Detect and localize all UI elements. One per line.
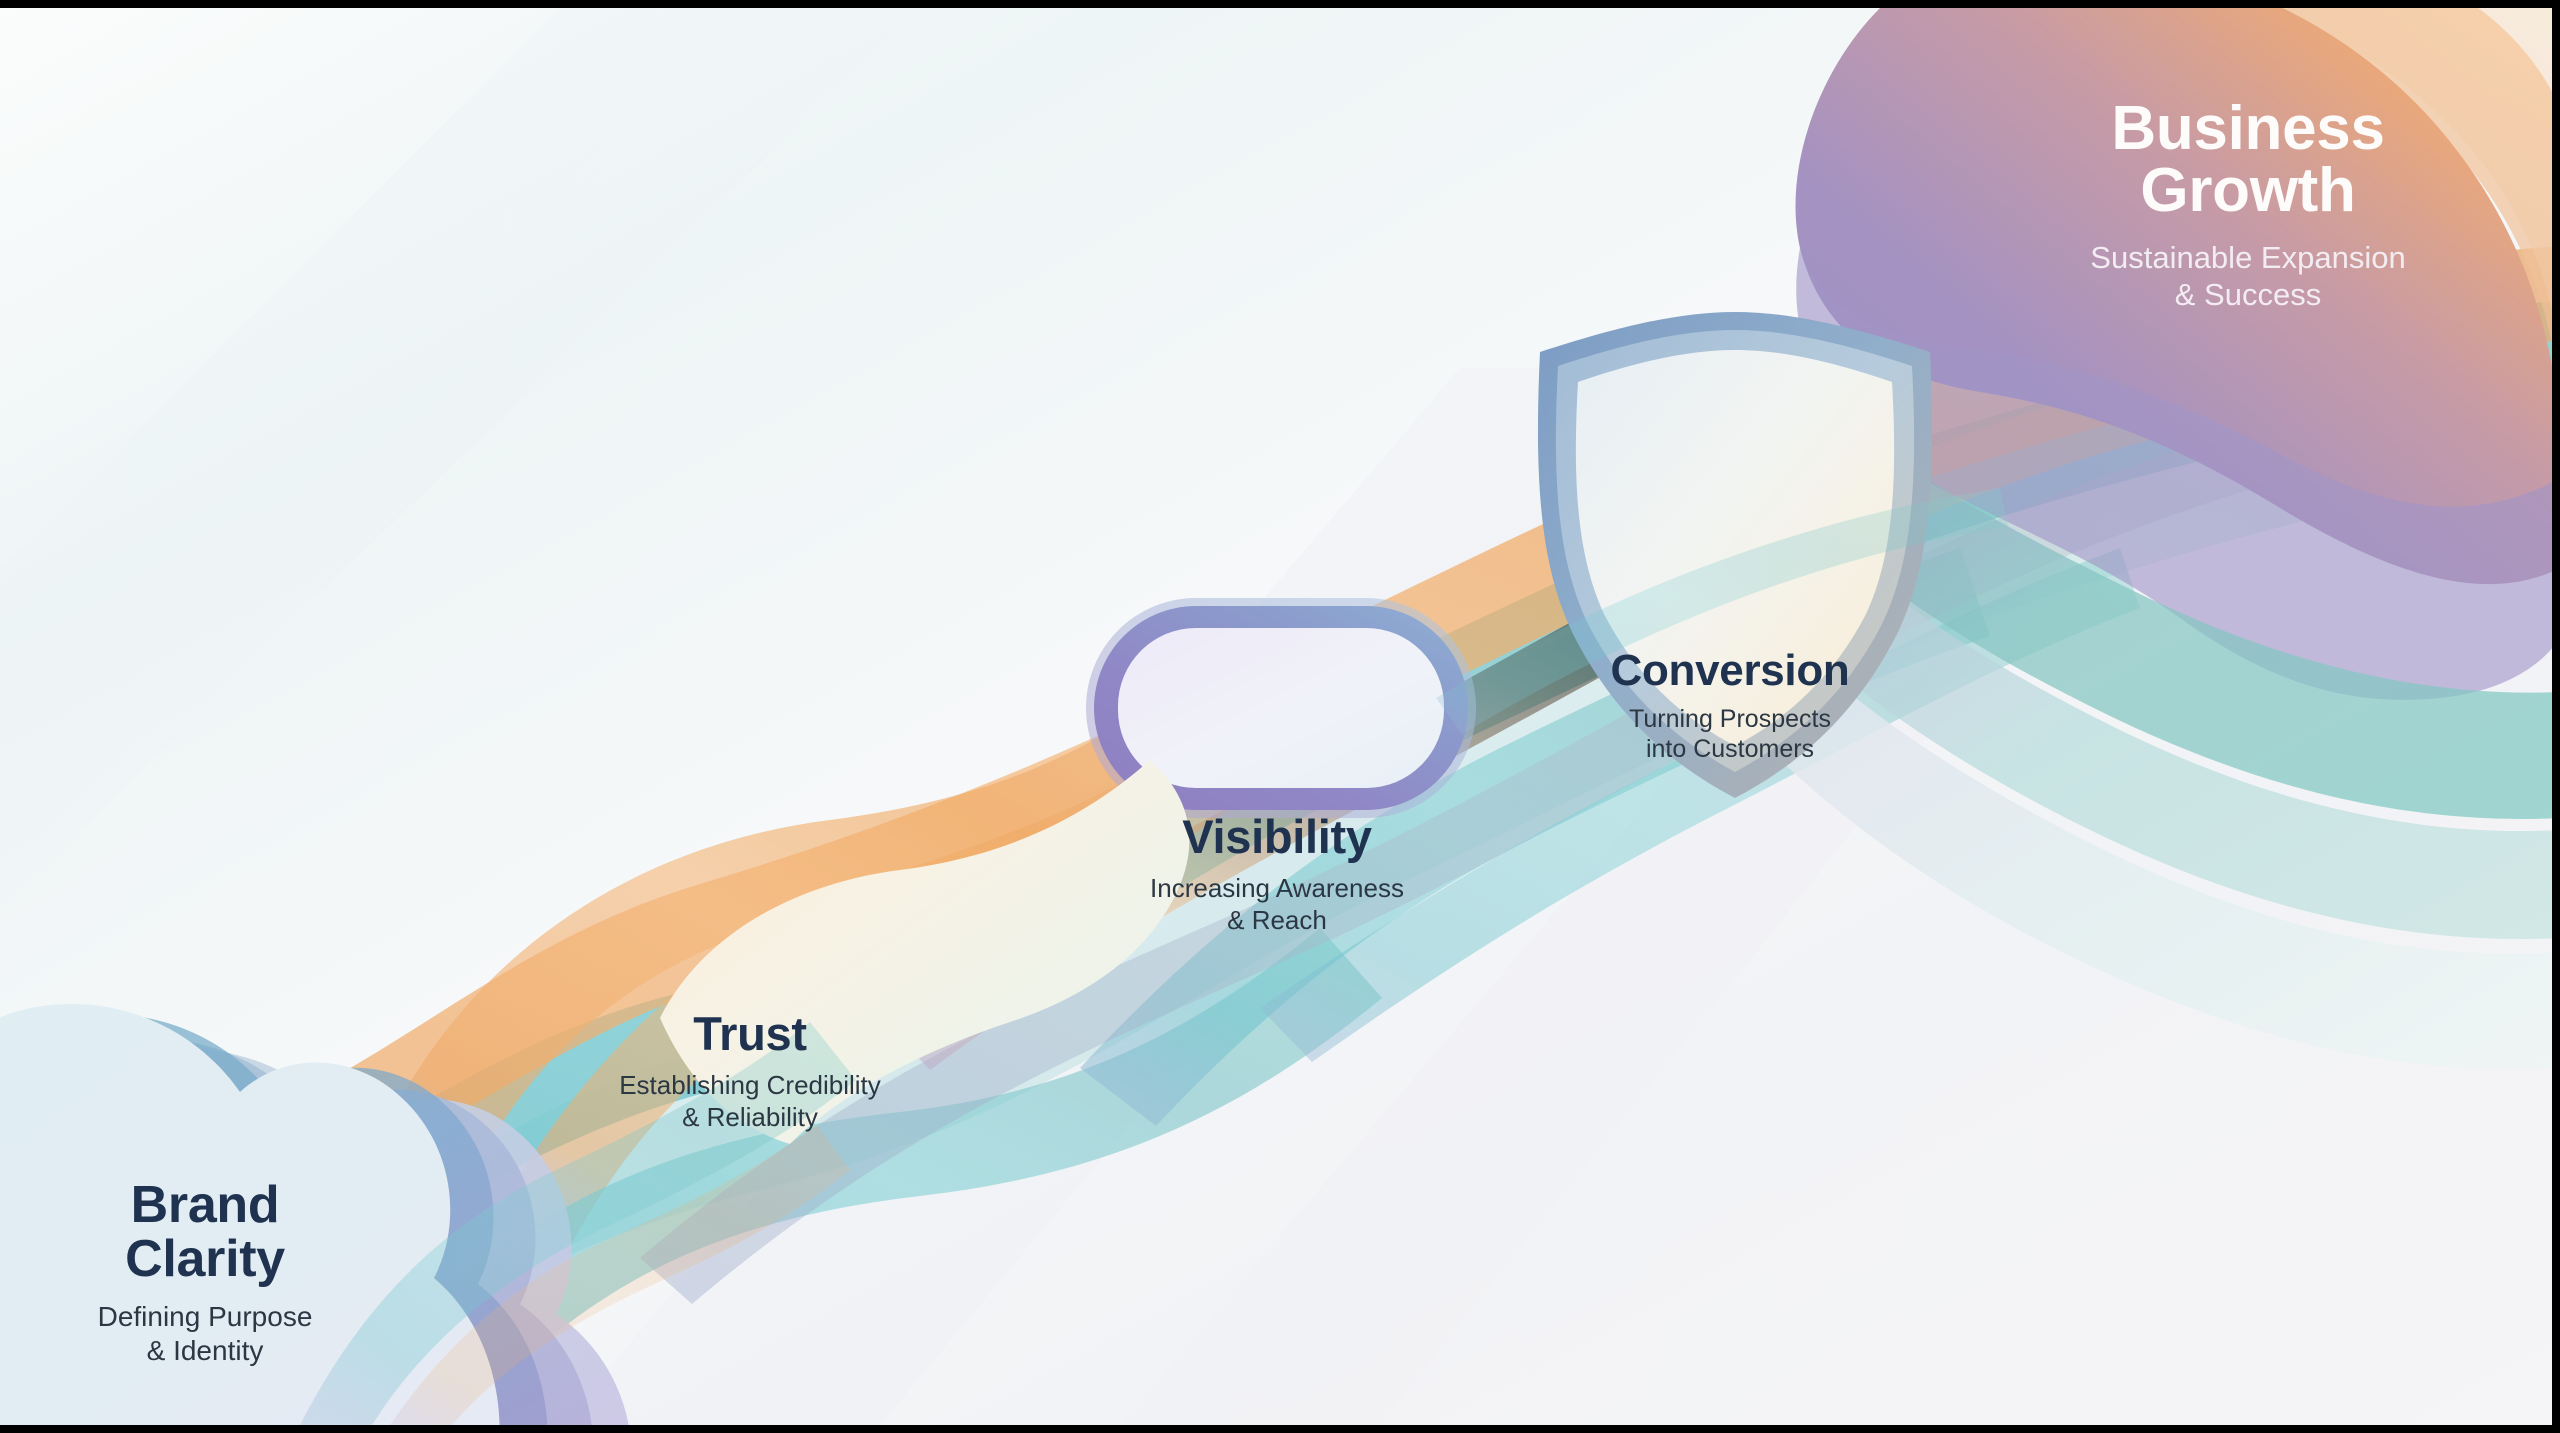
letterbox-bottom: [0, 1425, 2560, 1433]
ribbon-front-teal-tail: [1436, 488, 2008, 734]
letterbox-top: [0, 0, 2560, 8]
flow-diagram-artboard: [0, 8, 2552, 1425]
growth-blob-main: [1795, 8, 2552, 585]
ribbon-bluegrey-accent: [640, 414, 2318, 1304]
node-brand-clarity-shape: [0, 1004, 629, 1425]
ribbon-teal-trust-trough: [400, 928, 1382, 1398]
ribbon-overlay-weave: [300, 1022, 856, 1425]
growth-sweep-teal-light: [1712, 458, 2552, 939]
growth-halo-mid: [2247, 8, 2552, 345]
letterbox-right: [2552, 0, 2560, 1433]
infographic-canvas: Brand Clarity Defining Purpose & Identit…: [0, 8, 2552, 1425]
ribbon-orange-over-cloud: [390, 1124, 850, 1425]
visibility-inner-face: [1118, 628, 1444, 788]
ribbon-orange-trust-crest: [380, 662, 1270, 1194]
ribbon-teal-over-cloud: [300, 1022, 856, 1425]
node-business-growth-shape: [1676, 8, 2552, 1070]
growth-sweep-pale: [1676, 548, 2552, 1070]
node-conversion-shape: [1537, 312, 1933, 798]
node-visibility-shape: [1086, 598, 1476, 818]
growth-blob-lavender-lobe: [1796, 248, 2552, 700]
growth-sweep-teal: [1748, 368, 2552, 819]
ribbon-front-accents: [1436, 488, 2008, 734]
shield-layer-inner: [1575, 350, 1895, 746]
